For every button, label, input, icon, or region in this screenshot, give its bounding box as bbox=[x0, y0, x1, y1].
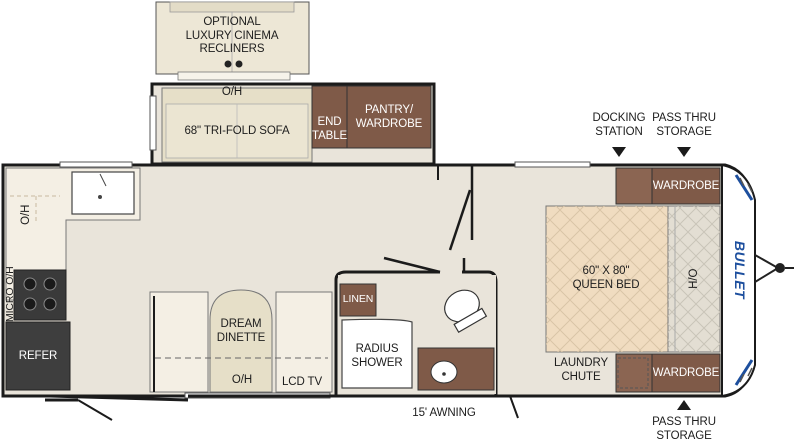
kitchen-oh-label: O/H bbox=[20, 204, 33, 225]
front-cap bbox=[721, 163, 756, 398]
arrow-down-icon bbox=[612, 147, 626, 157]
cup-holder-icon bbox=[235, 60, 243, 68]
linen-cabinet bbox=[339, 283, 377, 317]
dinette bbox=[149, 289, 333, 393]
rear-door bbox=[509, 395, 519, 419]
bathroom bbox=[334, 270, 498, 396]
shower-icon bbox=[341, 318, 413, 389]
kitchen bbox=[5, 167, 141, 391]
bedroom bbox=[545, 167, 721, 393]
pantry-wardrobe bbox=[346, 85, 432, 149]
sink-icon bbox=[71, 171, 135, 215]
pantry-label: PANTRY/ WARDROBE bbox=[355, 104, 423, 130]
pass-thru-top-label: PASS THRU STORAGE bbox=[652, 112, 716, 138]
radius-shower-label: RADIUS SHOWER bbox=[351, 343, 403, 369]
entry-door bbox=[45, 394, 189, 421]
toilet-icon bbox=[444, 289, 488, 334]
pass-thru-bottom-label: PASS THRU STORAGE bbox=[652, 416, 716, 442]
optional-recliners bbox=[155, 1, 310, 81]
tri-fold-sofa bbox=[161, 87, 313, 163]
arrow-down-icon bbox=[677, 147, 691, 157]
dinette-label: DREAM DINETTE bbox=[216, 318, 266, 344]
awning-label: 15' AWNING bbox=[412, 407, 476, 419]
wardrobe-top-label: WARDROBE bbox=[652, 180, 720, 192]
sofa-oh-label: O/H bbox=[221, 86, 243, 98]
stove-icon bbox=[13, 269, 67, 321]
laundry-chute-label: LAUNDRY CHUTE bbox=[553, 357, 609, 383]
hitch bbox=[754, 254, 794, 283]
queen-bed-label: 60" X 80" QUEEN BED bbox=[572, 265, 640, 291]
laundry-chute bbox=[617, 357, 649, 389]
ho-label: H/O bbox=[688, 268, 701, 289]
brand-logo: BULLET bbox=[732, 240, 748, 300]
micro-oh-label: MICRO O/H bbox=[3, 266, 16, 323]
end-table-label: END TABLE bbox=[312, 116, 348, 142]
lavatory-sink-icon bbox=[430, 360, 458, 384]
docking-station-label: DOCKING STATION bbox=[592, 112, 646, 138]
refer-label: REFER bbox=[18, 350, 58, 362]
optional-recliners-label: OPTIONAL LUXURY CINEMA RECLINERS bbox=[185, 16, 279, 56]
cup-holder-icon bbox=[224, 60, 232, 68]
dinette-oh-label: O/H bbox=[231, 374, 253, 386]
window bbox=[59, 161, 133, 168]
lcd-tv-label: LCD TV bbox=[281, 376, 323, 388]
arrow-up-icon bbox=[677, 400, 691, 410]
interior-walls bbox=[383, 165, 474, 274]
linen-label: LINEN bbox=[342, 293, 374, 305]
refrigerator bbox=[5, 321, 71, 391]
end-table bbox=[311, 85, 348, 149]
wardrobe-bottom-label: WARDROBE bbox=[652, 367, 720, 379]
window bbox=[514, 161, 591, 168]
sofa-label: 68" TRI-FOLD SOFA bbox=[184, 125, 290, 137]
